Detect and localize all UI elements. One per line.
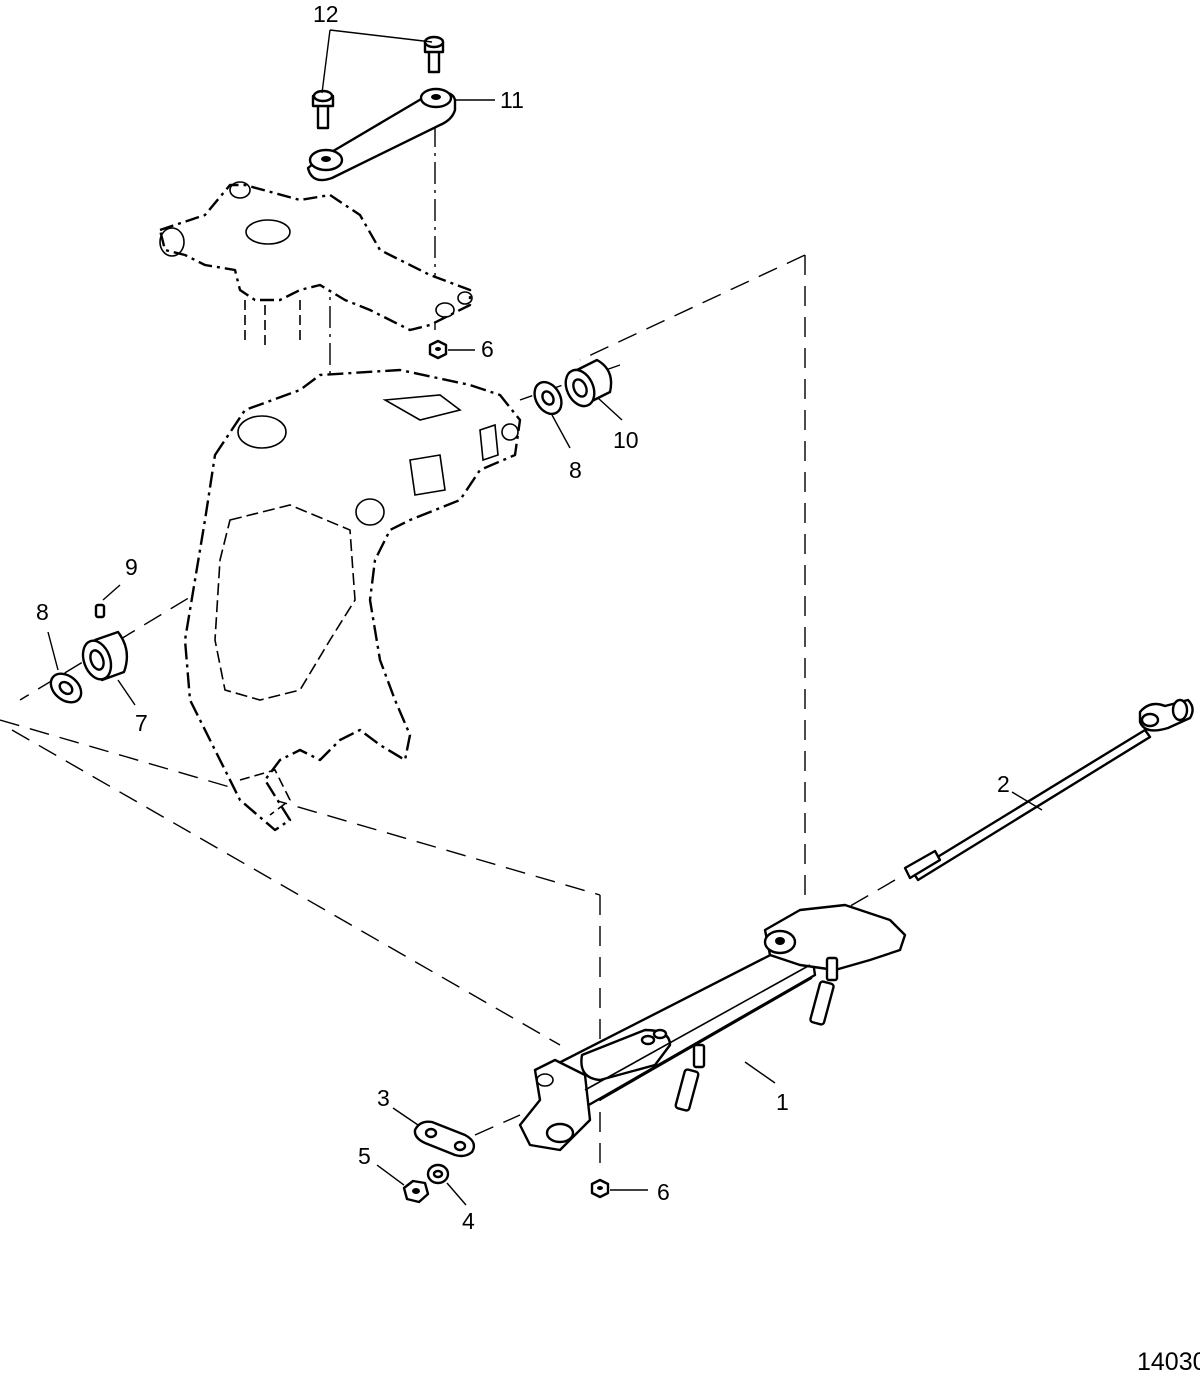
callout-6-bottom: 6	[657, 1179, 670, 1205]
bushing-part-7	[81, 630, 129, 682]
callout-2: 2	[997, 771, 1010, 797]
washer-part-8-right	[533, 380, 563, 416]
callout-9: 9	[125, 554, 138, 580]
washer-part-4	[426, 1163, 450, 1185]
callout-5: 5	[358, 1143, 371, 1169]
nut-part-6-top	[428, 339, 448, 360]
callout-4: 4	[462, 1208, 475, 1234]
callout-11: 11	[500, 87, 524, 113]
callout-10: 10	[613, 427, 639, 453]
grease-fitting-part-9	[94, 603, 106, 619]
nut-part-5	[402, 1179, 430, 1204]
steering-cylinder-part-1	[518, 903, 907, 1152]
bushing-part-10	[564, 358, 613, 408]
callout-3: 3	[377, 1085, 390, 1111]
bolt-part-12-right	[423, 35, 445, 74]
link-arm-part-11	[306, 87, 457, 182]
tie-bar-part-2	[903, 698, 1194, 882]
leader-lines	[47, 29, 1043, 1206]
callout-labels: 12 11 6 8 10 9 8 7 2 1 3 5 4 6 14030	[36, 1, 1200, 1376]
callout-8-left: 8	[36, 599, 49, 625]
callout-8-right: 8	[569, 457, 582, 483]
link-plate-part-3	[413, 1120, 476, 1158]
callout-7: 7	[135, 710, 148, 736]
nut-part-6-bottom	[590, 1178, 610, 1199]
upper-steering-bracket	[158, 181, 473, 345]
bolt-part-12-left	[311, 89, 335, 130]
callout-6-top: 6	[481, 336, 494, 362]
figure-number: 14030	[1137, 1348, 1200, 1376]
swivel-bracket	[183, 368, 522, 832]
washer-part-8-left	[49, 672, 83, 704]
callout-12: 12	[313, 1, 339, 27]
callout-1: 1	[776, 1089, 789, 1115]
